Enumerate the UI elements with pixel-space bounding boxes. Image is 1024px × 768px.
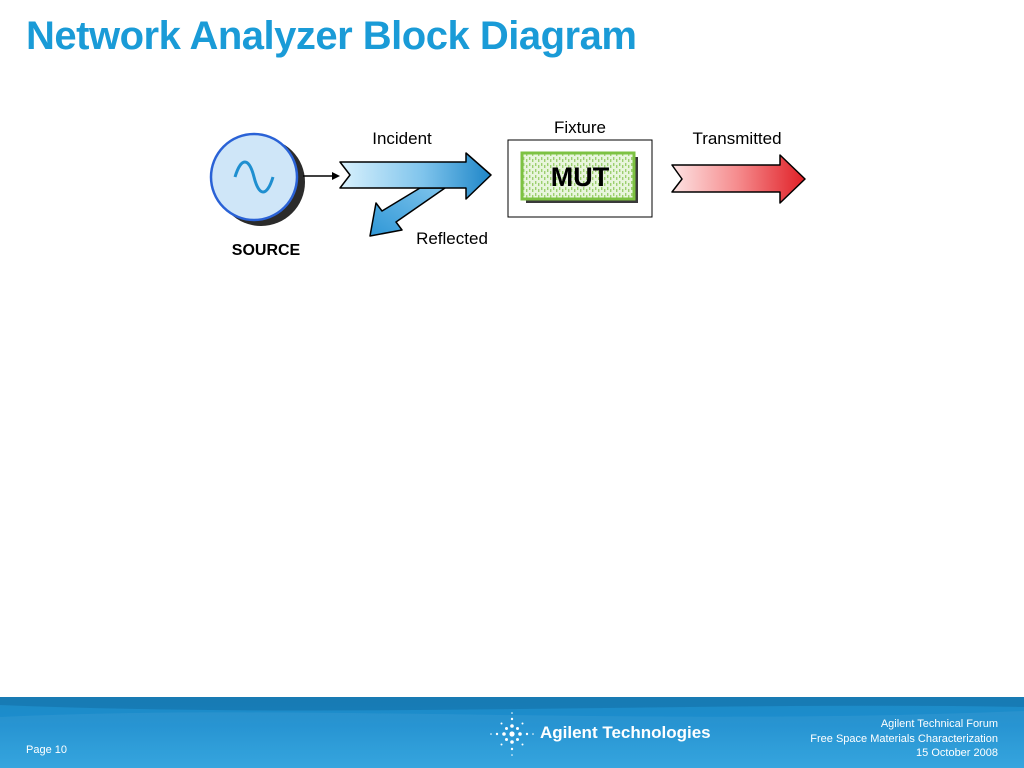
incident-arrow [339, 152, 492, 200]
slide-title: Network Analyzer Block Diagram [26, 14, 637, 58]
page-number: Page 10 [26, 744, 67, 756]
incident-label: Incident [372, 129, 432, 148]
reflected-label: Reflected [416, 229, 488, 248]
block-diagram: SOURCE Incident Reflected Fixture MUT Tr… [209, 118, 806, 259]
spark-logo-icon [490, 712, 534, 756]
footer-event: Agilent Technical Forum [880, 718, 998, 730]
transmitted-arrow [671, 154, 806, 204]
transmitted-label: Transmitted [692, 129, 781, 148]
mut-label: MUT [551, 162, 610, 192]
agilent-logo: Agilent Technologies [490, 711, 711, 757]
footer-date: 15 October 2008 [916, 747, 998, 759]
source-group: SOURCE [209, 132, 305, 259]
mut-box [520, 151, 636, 201]
fixture-label: Fixture [554, 118, 606, 137]
logo-text: Agilent Technologies [540, 723, 711, 742]
source-label: SOURCE [232, 242, 301, 259]
footer-info: Agilent Technical Forum Free Space Mater… [810, 717, 998, 761]
footer-bar: Page 10 Agilent Technologies Agilent Tec… [0, 697, 1024, 768]
sine-wave-icon [233, 160, 275, 194]
footer-topic: Free Space Materials Characterization [810, 732, 998, 745]
connector-arrowhead [332, 172, 340, 180]
reflected-arrow [369, 187, 446, 237]
footer-swoosh [0, 697, 1024, 768]
